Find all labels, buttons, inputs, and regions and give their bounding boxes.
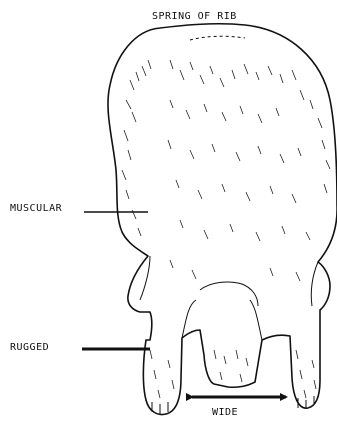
tail-base	[200, 282, 258, 306]
label-wide: WIDE	[212, 407, 238, 419]
neck-ridge	[190, 36, 245, 40]
fur-shading	[122, 60, 330, 398]
inner-right-thigh	[250, 300, 262, 340]
label-spring-of-rib: SPRING OF RIB	[152, 11, 237, 23]
inner-left-thigh	[182, 300, 196, 338]
label-rugged: RUGGED	[10, 342, 49, 354]
body-outline	[108, 24, 337, 415]
right-haunch	[311, 262, 318, 306]
left-haunch	[140, 256, 150, 300]
label-muscular: MUSCULAR	[10, 203, 62, 215]
